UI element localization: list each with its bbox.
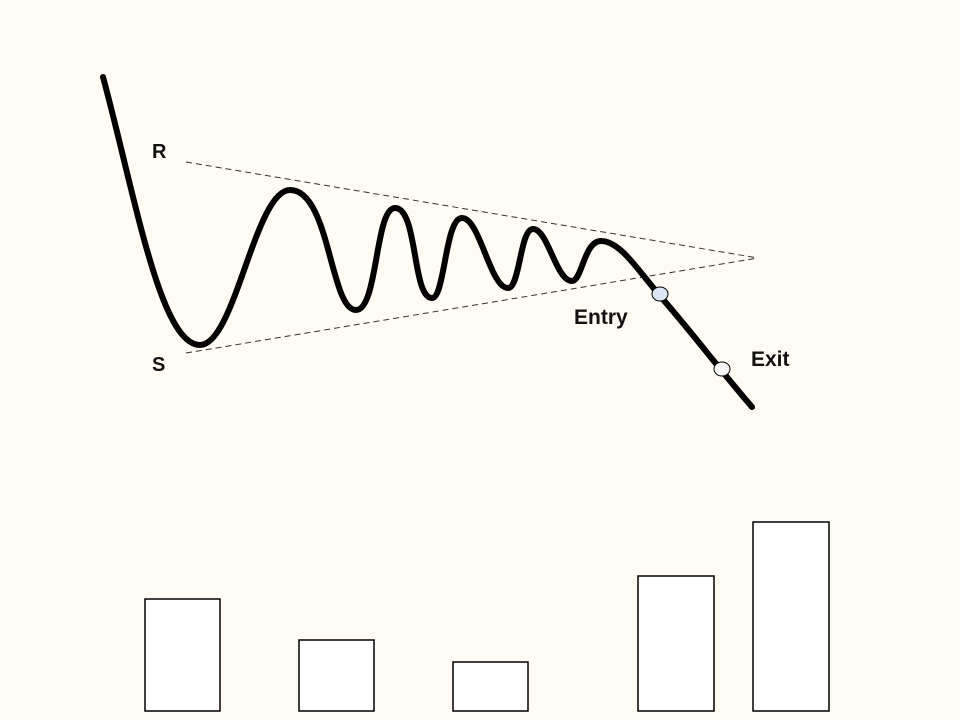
resistance-trendline (185, 161, 759, 259)
entry-label: Entry (574, 306, 628, 329)
support-trendline (185, 257, 759, 354)
volume-bar (298, 639, 375, 712)
volume-bar (452, 661, 529, 712)
entry-marker (651, 286, 669, 302)
price-line (100, 74, 755, 410)
volume-bar (144, 598, 221, 712)
volume-bar (752, 521, 830, 712)
support-label: S (152, 354, 165, 376)
exit-marker (713, 361, 731, 377)
exit-label: Exit (751, 348, 790, 371)
resistance-label: R (152, 141, 167, 163)
volume-bar (637, 575, 715, 712)
